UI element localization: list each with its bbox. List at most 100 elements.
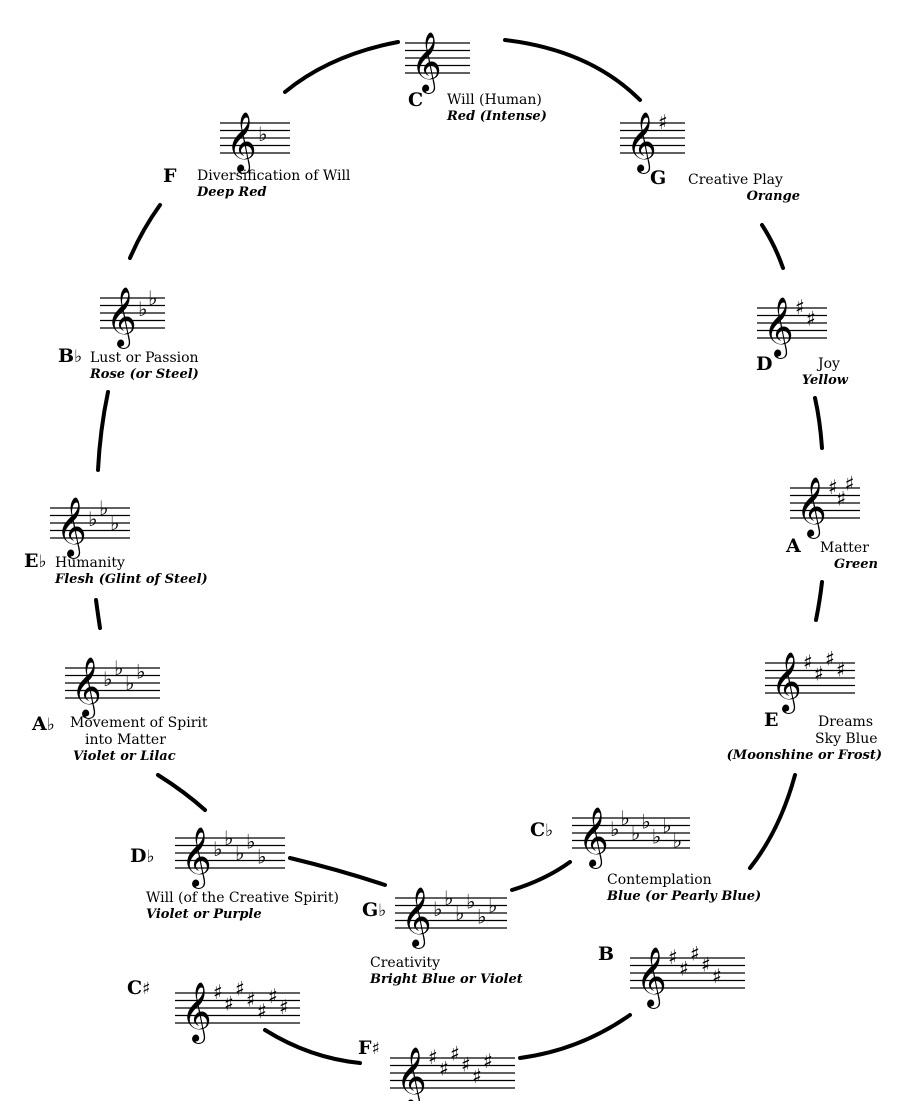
note-letter: E bbox=[764, 709, 779, 731]
note-name: D bbox=[756, 353, 773, 375]
flat-icon: ♭ bbox=[110, 511, 119, 535]
meaning-text: Will (Human) bbox=[447, 92, 542, 108]
note-accidental: ♯ bbox=[371, 1039, 380, 1059]
flat-icon: ♭ bbox=[466, 890, 475, 914]
color-text: Flesh (Glint of Steel) bbox=[55, 572, 208, 587]
meaning-text: Creativity bbox=[370, 955, 441, 971]
arc-f-bb bbox=[128, 203, 162, 260]
flat-icon: ♭ bbox=[114, 656, 123, 680]
note-name: C♯ bbox=[127, 979, 150, 998]
treble-clef-icon: 𝄞 bbox=[796, 477, 827, 539]
note-letter: D bbox=[756, 353, 773, 375]
note-accidental: ♭ bbox=[545, 821, 554, 841]
flat-icon: ♭ bbox=[662, 813, 671, 837]
note-name: F bbox=[163, 167, 177, 186]
flat-icon: ♭ bbox=[257, 845, 266, 869]
sharp-icon: ♯ bbox=[268, 984, 278, 1008]
meaning-text: Matter bbox=[820, 540, 869, 556]
sharp-icon: ♯ bbox=[836, 658, 846, 682]
staff-g: 𝄞♯ bbox=[620, 110, 685, 174]
note-name: A♭ bbox=[32, 713, 55, 735]
note-letter: D bbox=[130, 845, 147, 867]
note-letter: G bbox=[650, 167, 667, 189]
note-name: B♭ bbox=[58, 345, 83, 367]
treble-clef-icon: 𝄞 bbox=[771, 652, 802, 714]
staff-b: 𝄞♯♯♯♯♯ bbox=[630, 941, 745, 1009]
staff-cb: 𝄞♭♭♭♭♭♭♭ bbox=[572, 806, 690, 869]
note-letter: A bbox=[786, 535, 801, 557]
sharp-icon: ♯ bbox=[439, 1056, 449, 1080]
treble-clef-icon: 𝄞 bbox=[578, 807, 609, 869]
flat-icon: ♭ bbox=[125, 671, 134, 695]
sharp-icon: ♯ bbox=[806, 306, 816, 330]
flat-icon: ♭ bbox=[213, 837, 222, 861]
arc-ab-db bbox=[156, 773, 207, 812]
flat-icon: ♭ bbox=[433, 897, 442, 921]
flat-icon: ♭ bbox=[224, 826, 233, 850]
note-name: C bbox=[408, 89, 424, 111]
note-name: C♭ bbox=[530, 821, 554, 841]
note-letter: B bbox=[58, 345, 75, 367]
arc-cs-fs bbox=[263, 1028, 362, 1065]
arc-f-c bbox=[283, 40, 400, 94]
meaning-text: Diversification of Will bbox=[197, 168, 351, 184]
arc-a-e bbox=[814, 580, 824, 622]
color-text: Bright Blue or Violet bbox=[370, 972, 523, 987]
sharp-icon: ♯ bbox=[224, 991, 234, 1015]
staff-f: 𝄞♭ bbox=[220, 112, 290, 174]
staff-eb: 𝄞♭♭♭ bbox=[50, 496, 130, 559]
note-name: G♭ bbox=[362, 899, 387, 921]
note-name: B bbox=[598, 945, 614, 964]
treble-clef-icon: 𝄞 bbox=[56, 497, 87, 559]
note-accidental: ♭ bbox=[378, 901, 387, 921]
staff-e: 𝄞♯♯♯♯ bbox=[765, 646, 855, 714]
sharp-icon: ♯ bbox=[461, 1053, 471, 1077]
sharp-icon: ♯ bbox=[679, 956, 689, 980]
treble-clef-icon: 𝄞 bbox=[401, 887, 432, 949]
color-text: Blue (or Pearly Blue) bbox=[607, 889, 762, 904]
sharp-icon: ♯ bbox=[257, 999, 267, 1023]
note-letter: C bbox=[408, 89, 424, 111]
meaning-text: Creative Play bbox=[688, 172, 783, 188]
note-letter: G bbox=[362, 899, 379, 921]
color-text: (Moonshine or Frost) bbox=[726, 748, 882, 763]
meaning-text: Sky Blue bbox=[815, 731, 878, 747]
arc-eb-ab bbox=[94, 598, 102, 630]
treble-clef-icon: 𝄞 bbox=[626, 112, 657, 174]
sharp-icon: ♯ bbox=[213, 980, 223, 1004]
color-text: Red (Intense) bbox=[447, 109, 547, 124]
treble-clef-icon: 𝄞 bbox=[226, 112, 257, 174]
sharp-icon: ♯ bbox=[235, 976, 245, 1000]
treble-clef-icon: 𝄞 bbox=[636, 947, 667, 1009]
sharp-icon: ♯ bbox=[712, 964, 722, 988]
arc-b-fs bbox=[518, 1013, 632, 1060]
staff-bb: 𝄞♭♭ bbox=[100, 286, 165, 349]
flat-icon: ♭ bbox=[673, 828, 682, 852]
staff-db: 𝄞♭♭♭♭♭ bbox=[175, 826, 285, 889]
flat-icon: ♭ bbox=[246, 830, 255, 854]
sharp-icon: ♯ bbox=[690, 941, 700, 965]
note-name: A bbox=[786, 535, 801, 557]
meaning-text: Contemplation bbox=[607, 872, 712, 888]
flat-icon: ♭ bbox=[138, 297, 147, 321]
flat-icon: ♭ bbox=[631, 821, 640, 845]
sharp-icon: ♯ bbox=[701, 953, 711, 977]
note-letter: A bbox=[32, 713, 47, 735]
meaning-text: Will (of the Creative Spirit) bbox=[146, 890, 339, 906]
treble-clef-icon: 𝄞 bbox=[71, 657, 102, 719]
note-accidental: ♭ bbox=[74, 347, 83, 367]
note-accidental: ♭ bbox=[38, 552, 47, 572]
meaning-text: Humanity bbox=[55, 555, 125, 571]
staff-c: 𝄞 bbox=[405, 32, 470, 94]
treble-clef-icon: 𝄞 bbox=[181, 982, 212, 1044]
flat-icon: ♭ bbox=[136, 660, 145, 684]
sharp-icon: ♯ bbox=[814, 661, 824, 685]
sharp-icon: ♯ bbox=[483, 1049, 493, 1073]
sharp-icon: ♯ bbox=[845, 471, 855, 495]
flat-icon: ♭ bbox=[641, 810, 650, 834]
sharp-icon: ♯ bbox=[836, 486, 846, 510]
arc-gb-cb bbox=[510, 860, 572, 892]
staff-d: 𝄞♯♯ bbox=[757, 295, 827, 359]
